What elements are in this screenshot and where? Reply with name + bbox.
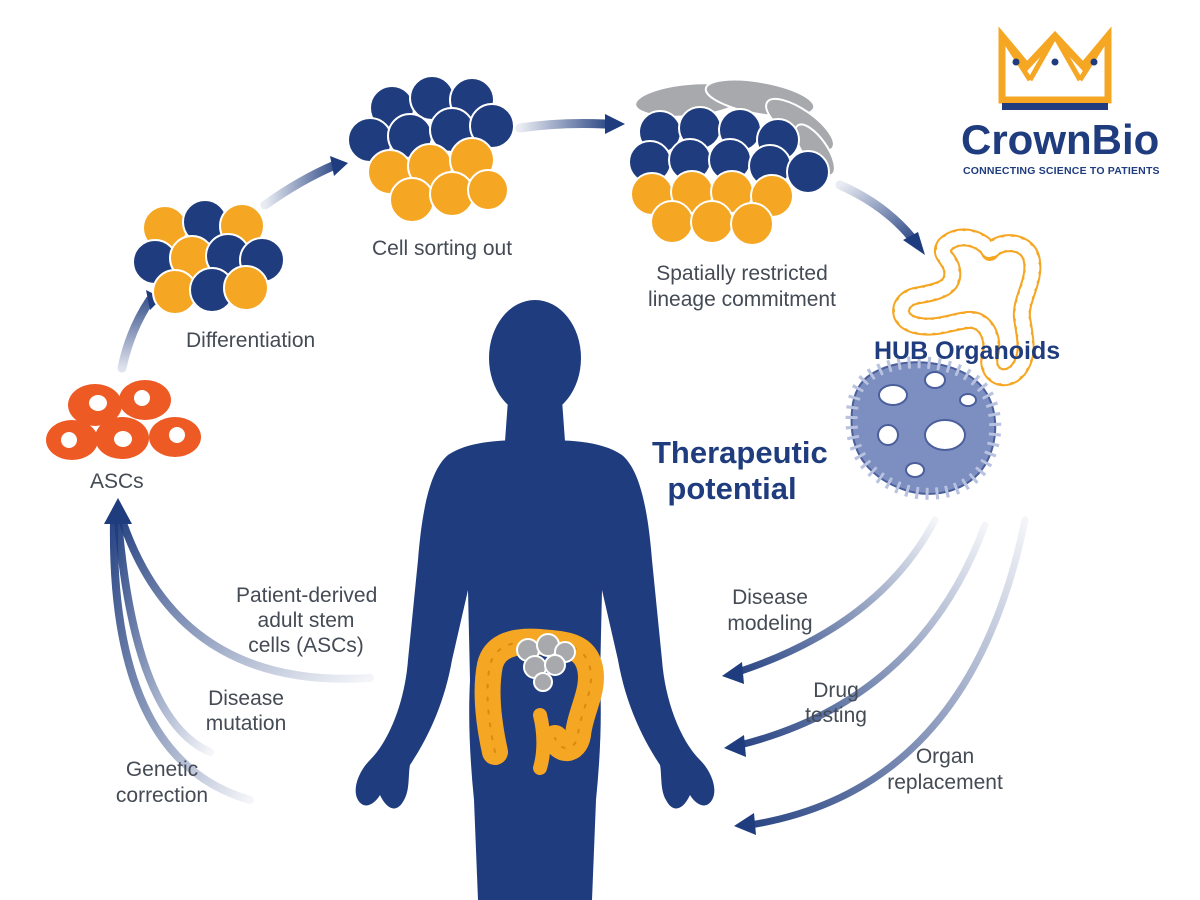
arrow-patient-derived [118,516,374,683]
label-organ-line2: replacement [887,771,1003,794]
label-drug-line2: testing [805,704,867,727]
label-cell-sorting: Cell sorting out [372,237,513,260]
colon-icon [474,628,604,775]
arrow-disease-mutation [114,516,214,756]
arrow-sorting-to-spatial [515,114,625,134]
differentiation-cluster-icon [132,199,285,315]
label-organ-line1: Organ [915,745,975,768]
label-modeling-line1: Disease [732,586,808,609]
organoid-orange-icon [892,228,1042,387]
organoid-blue-icon [845,356,1002,500]
label-drug-line1: Drug [813,679,859,702]
label-differentiation: Differentiation [186,329,316,352]
ascs-cells-icon [46,380,201,460]
label-spatial-line1: Spatially restricted [656,262,828,285]
arrow-differentiation-to-sorting [260,156,348,210]
cell-sorting-cluster-icon [347,75,515,223]
label-patient-line2: adult stem [257,609,355,632]
label-ascs: ASCs [90,470,144,493]
label-hub-organoids: HUB Organoids [874,337,1061,365]
arrow-spatial-to-organoids [835,180,925,255]
label-modeling-line2: modeling [727,612,813,635]
lineage-commitment-cluster-icon [628,78,836,246]
label-mutation-line1: Disease [208,687,284,710]
label-patient-line3: cells (ASCs) [248,634,364,657]
label-therapeutic-line2: potential [667,471,797,506]
human-silhouette-icon [355,300,715,900]
label-mutation-line2: mutation [205,712,287,735]
brand-tagline: CONNECTING SCIENCE TO PATIENTS [963,165,1160,177]
brand-name: CrownBio [961,116,1160,163]
arrow-disease-modeling [722,516,939,684]
arrow-genetic-correction [109,516,254,804]
arrow-drug-testing [724,521,989,757]
arrow-organ-replacement [734,516,1029,835]
label-genetic-line2: correction [115,784,209,807]
label-spatial-line2: lineage commitment [648,288,836,311]
crownbio-crown-logo-icon [998,26,1112,110]
label-patient-line1: Patient-derived [236,584,378,607]
label-therapeutic-line1: Therapeutic [652,435,828,470]
arrowhead-into-ascs [104,498,132,524]
label-genetic-line1: Genetic [125,758,199,781]
